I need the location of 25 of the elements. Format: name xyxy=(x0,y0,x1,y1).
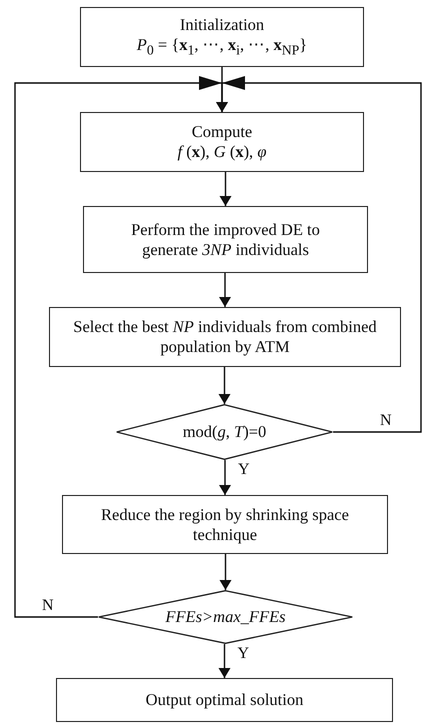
arrow xyxy=(218,367,230,404)
decision-diamond xyxy=(98,590,353,644)
node-text: Compute xyxy=(192,122,252,142)
node-text: Reduce the region by shrinking space technique xyxy=(100,504,350,544)
process-box xyxy=(62,495,388,554)
node-text: Select the best NP individuals from combined population by ATM xyxy=(72,317,378,357)
loop-arrow xyxy=(14,76,228,618)
decision-diamond xyxy=(116,404,333,460)
process-box xyxy=(83,206,368,273)
node-text: FFEs>max_FFEs xyxy=(165,607,286,627)
arrow xyxy=(219,460,231,495)
node-text: Initialization xyxy=(180,15,264,35)
arrow xyxy=(220,554,232,590)
process-box xyxy=(56,678,393,722)
arrow xyxy=(219,273,231,307)
node-text: f (x), G (x), φ xyxy=(178,142,266,162)
process-box xyxy=(80,112,364,172)
node-text: P$_{0}$ = {x$_{1}$, ⋯, x$_{i}$, ⋯, x$_{NP}$} xyxy=(136,35,308,59)
arrow xyxy=(220,172,232,206)
node-text: Perform the improved DE to generate 3NP individuals xyxy=(130,220,321,260)
node-text: Output optimal solution xyxy=(146,690,304,710)
process-box xyxy=(49,307,401,367)
process-box xyxy=(80,7,364,67)
arrow xyxy=(218,644,230,678)
node-text: mod(g, T)=0 xyxy=(182,422,266,442)
